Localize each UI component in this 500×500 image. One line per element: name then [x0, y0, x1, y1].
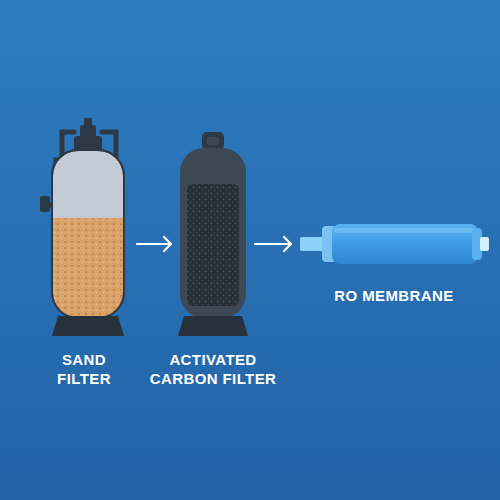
filter-stage: SAND FILTER — [38, 118, 130, 338]
arrow-shaft — [137, 243, 171, 245]
carbon-filter-tank — [178, 132, 248, 336]
flow-arrow — [255, 237, 291, 251]
sand-filter-tank — [40, 118, 124, 336]
stage-label: SAND FILTER — [44, 350, 124, 388]
arrow-head — [164, 237, 171, 251]
arrow-head — [284, 237, 291, 251]
flow-arrow — [137, 237, 171, 251]
stage-label: RO MEMBRANE — [314, 286, 474, 305]
stage-label: ACTIVATED CARBON FILTER — [147, 350, 279, 388]
arrow-shaft — [255, 243, 291, 245]
filter-stage: RO MEMBRANE — [298, 222, 490, 266]
ro-membrane-cylinder — [300, 224, 489, 264]
filter-stage: ACTIVATED CARBON FILTER — [178, 130, 248, 338]
